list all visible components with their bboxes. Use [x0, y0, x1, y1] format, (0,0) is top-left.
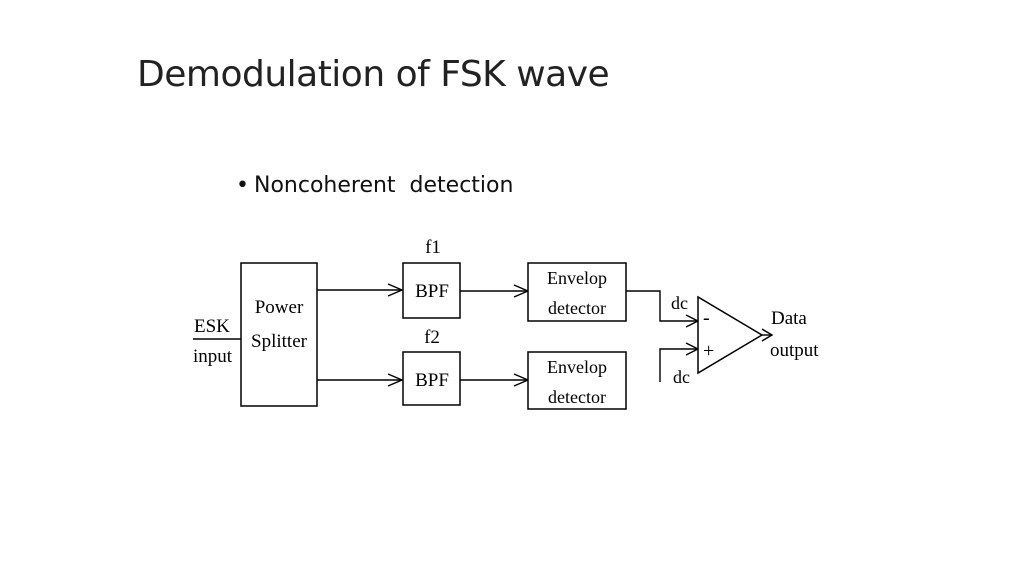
bpf1-frequency-label: f1 [425, 237, 441, 258]
bpf2-label: BPF [415, 370, 449, 391]
input-label-line2: input [193, 346, 233, 367]
dc-bottom-label: dc [673, 367, 690, 387]
input-label-line1: ESK [194, 316, 230, 337]
output-arrowhead [761, 328, 774, 342]
bpf1-label: BPF [415, 281, 449, 302]
splitter-to-bpf1-arrowhead [387, 283, 404, 297]
comparator-plus-label: + [703, 340, 714, 362]
comparator-minus-label: - [703, 307, 710, 329]
bullet-dot-icon: • [236, 173, 249, 198]
comparator-triangle [697, 295, 764, 375]
envelope-detector2-label-line1: Envelop [547, 357, 607, 377]
output-label-line2: output [770, 340, 819, 361]
envelope-detector1-block [527, 262, 627, 322]
power-splitter-label-line1: Power [255, 297, 304, 318]
envelope-detector1-label-line1: Envelop [547, 268, 607, 288]
slide-title: Demodulation of FSK wave [137, 54, 610, 95]
envelope2-to-comparator-wire [659, 348, 698, 382]
power-splitter-label-line2: Splitter [251, 331, 308, 352]
output-label-line1: Data [771, 308, 807, 329]
bpf2-frequency-label: f2 [424, 327, 440, 348]
bpf1-block [402, 262, 461, 319]
power-splitter-block [240, 262, 318, 407]
bpf2-block [402, 351, 461, 406]
bullet-item: •Noncoherent detection [236, 173, 513, 198]
envelope-detector2-block [527, 351, 627, 410]
envelope-detector1-label-line2: detector [548, 298, 606, 318]
envelope-detector2-label-line2: detector [548, 387, 606, 407]
dc-top-label: dc [671, 293, 688, 313]
splitter-to-bpf2-arrowhead [387, 373, 404, 387]
envelope1-to-comparator-wire [626, 290, 698, 322]
bullet-text: Noncoherent detection [254, 173, 514, 198]
